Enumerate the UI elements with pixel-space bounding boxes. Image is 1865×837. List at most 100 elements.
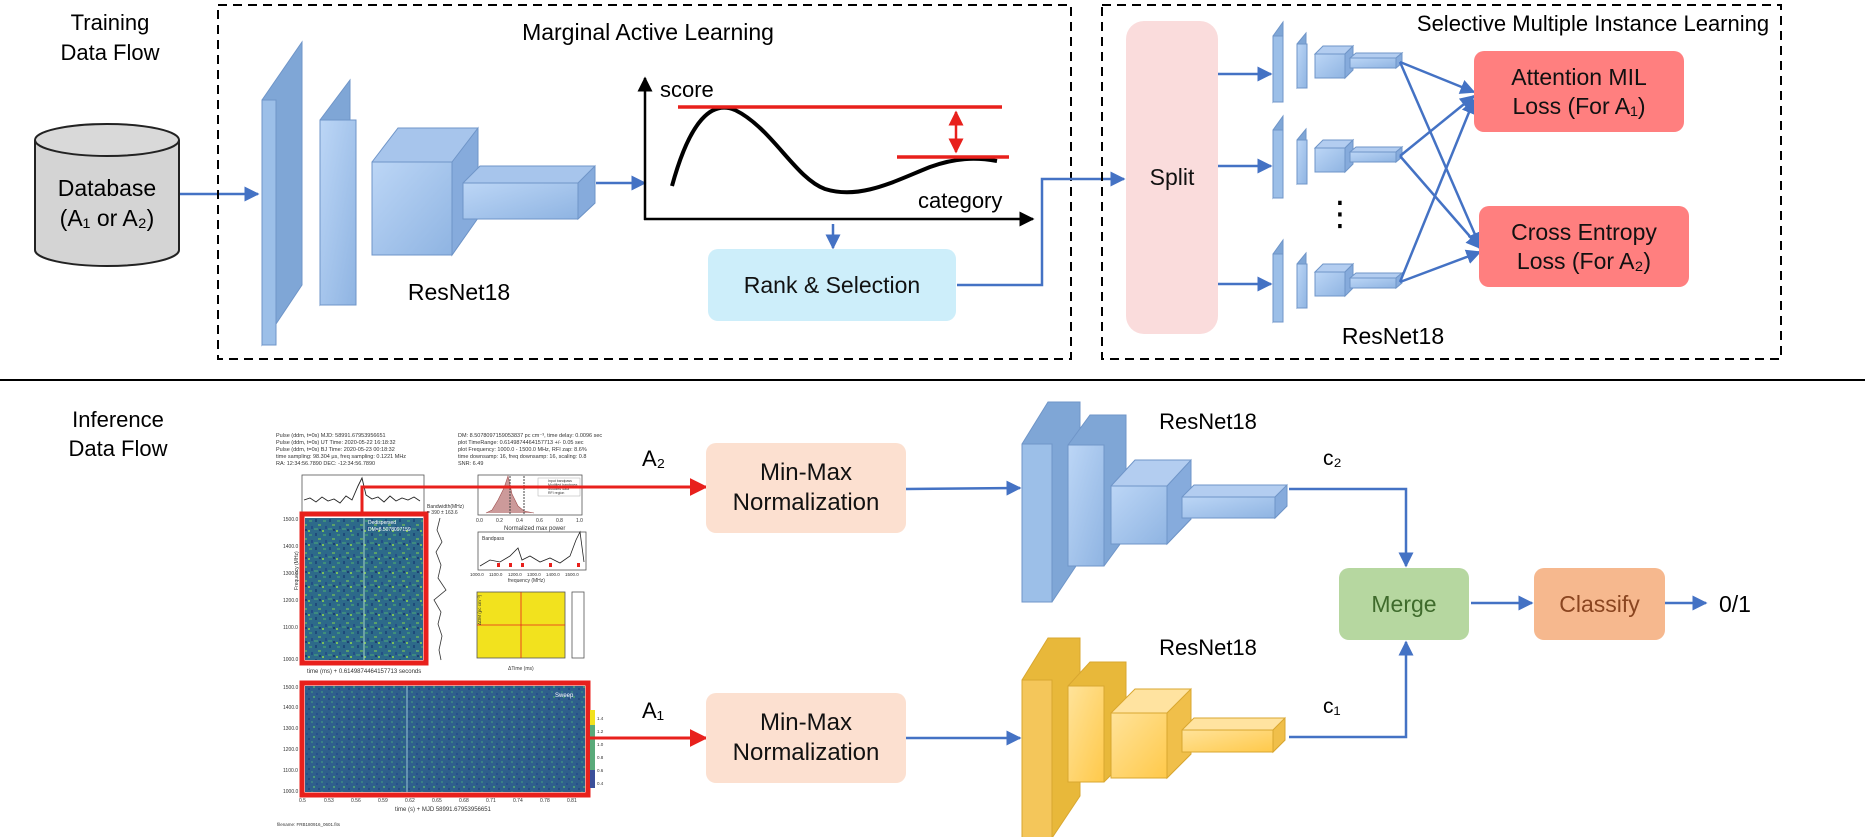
c1-label: c₁ bbox=[1323, 695, 1341, 718]
bandpass-xtick-1: 1100.0 bbox=[489, 572, 503, 577]
plot-header-3: time sampling: 98.304 μs, freq sampling:… bbox=[276, 454, 406, 460]
bottom-ytick-0: 1500.0 bbox=[283, 685, 299, 691]
inference-flow-label-line2: Data Flow bbox=[68, 436, 167, 461]
waterfall-bottom bbox=[305, 686, 585, 792]
rank-to-split-arrow bbox=[957, 171, 1126, 287]
bandpass-xtick-4: 1400.0 bbox=[546, 572, 560, 577]
norm-top-to-resnet-arrow bbox=[905, 480, 1022, 496]
pulse-timeseries bbox=[303, 476, 421, 504]
spectrum-profile bbox=[433, 517, 447, 661]
norm-bottom-line1: Min-Max bbox=[759, 709, 852, 736]
plot-filename: filename: FRB180916_0601.fits bbox=[277, 822, 341, 827]
norm-bottom-line2: Normalization bbox=[732, 739, 880, 766]
classify-box: Classify bbox=[1534, 568, 1665, 640]
bottom-xtick-1: 0.53 bbox=[324, 798, 334, 804]
norm-power-label: Normalized max power bbox=[504, 526, 565, 532]
frequency-axis-label: frequency (MHz) bbox=[508, 578, 545, 584]
top-ytick-4: 1100.0 bbox=[283, 625, 298, 631]
plot-header-2: Pulse (ddm, t=0s) BJ Time: 2020-05-23 00… bbox=[276, 447, 395, 453]
bottom-xtick-6: 0.68 bbox=[459, 798, 469, 804]
resnet-small-3 bbox=[1272, 238, 1404, 324]
split-box: Split bbox=[1126, 21, 1218, 334]
plot-header-right-1: plot TimeRange: 0.6149874464157713 +/- 0… bbox=[458, 440, 584, 446]
plot-header-right-3: time downsamp: 16, freq downsamp: 16, sc… bbox=[458, 454, 586, 460]
score-curve bbox=[670, 105, 998, 195]
rank-selection-box: Rank & Selection bbox=[708, 249, 956, 321]
bottom-xtick-7: 0.71 bbox=[486, 798, 496, 804]
resnet-to-loss-arrows bbox=[1398, 60, 1482, 284]
resnet-block-inference-blue bbox=[1021, 401, 1288, 603]
colorbar-tick-4: 0.6 bbox=[597, 768, 604, 773]
a2-highlight-box bbox=[299, 511, 429, 666]
attention-mil-loss-box: Attention MIL Loss (For A₁) bbox=[1474, 51, 1684, 132]
resnet-small-2 bbox=[1272, 114, 1404, 200]
a2-arrow bbox=[360, 478, 708, 514]
merge-box: Merge bbox=[1339, 568, 1469, 640]
top-ytick-0: 1500.0 bbox=[283, 517, 299, 523]
bandpass-curve bbox=[479, 530, 585, 567]
score-chart: score category bbox=[637, 76, 1035, 227]
bandpass-label: Bandpass bbox=[482, 536, 505, 542]
category-axis-label: category bbox=[918, 188, 1002, 213]
training-flow-label-line2: Data Flow bbox=[60, 40, 159, 65]
bandpass-xtick-5: 1500.0 bbox=[565, 572, 579, 577]
a1-label: A₁ bbox=[642, 698, 664, 723]
colorbar-tick-2: 1.0 bbox=[597, 742, 604, 747]
bandwidth-value: = 390 ± 163.6 bbox=[427, 510, 458, 516]
small-xtick-1: 0.2 bbox=[496, 518, 503, 524]
mal-dashed-box bbox=[217, 4, 1072, 360]
legend-line-2: Modified data bbox=[548, 487, 569, 491]
minmax-norm-top-box: Min-Max Normalization bbox=[706, 443, 906, 533]
database-label-line1: Database bbox=[58, 175, 156, 201]
resnet-block-inference-yellow bbox=[1021, 637, 1286, 837]
bottom-ytick-2: 1300.0 bbox=[283, 726, 299, 732]
attention-loss-line2: Loss (For A₁) bbox=[1512, 92, 1646, 119]
classify-label: Classify bbox=[1559, 590, 1640, 617]
resnet-ellipsis: ⋮ bbox=[1323, 195, 1357, 233]
dtime-label: ΔTime (ms) bbox=[508, 666, 534, 672]
colorbar-tick-5: 0.4 bbox=[597, 781, 604, 786]
legend-line-3: RFI region bbox=[548, 491, 564, 495]
mal-title: Marginal Active Learning bbox=[522, 19, 774, 45]
colorbar-tick-0: 1.4 bbox=[597, 716, 604, 721]
small-xtick-4: 0.8 bbox=[556, 518, 563, 524]
legend-line-0: Input bandpass bbox=[548, 479, 572, 483]
legend-line-1: Modified bandpass bbox=[548, 483, 578, 487]
smil-dashed-box bbox=[1101, 4, 1782, 360]
plot-header-1: Pulse (ddm, t=0s) UT Time: 2020-05-22 16… bbox=[276, 440, 396, 446]
frb-diagnostic-plot: Pulse (ddm, t=0s) MJD: 58991.67953956651… bbox=[276, 433, 604, 827]
plot-header-4: RA: 12:34:56.7890 DEC: -12:34:56.7890 bbox=[276, 461, 375, 467]
resnet-label-mal: ResNet18 bbox=[408, 279, 510, 305]
split-label: Split bbox=[1149, 164, 1195, 191]
top-ytick-3: 1200.0 bbox=[283, 598, 299, 604]
training-flow-label-line1: Training bbox=[71, 10, 150, 35]
top-ytick-5: 1000.0 bbox=[283, 657, 299, 663]
plot-header-right-0: DM: 8.5078097159053837 pc cm⁻³, time del… bbox=[458, 433, 602, 439]
output-label: 0/1 bbox=[1719, 591, 1751, 617]
bottom-ytick-1: 1400.0 bbox=[283, 705, 299, 711]
dedispersed-label: Dedispersed bbox=[368, 520, 396, 526]
bottom-ytick-3: 1200.0 bbox=[283, 747, 299, 753]
top-ytick-2: 1300.0 bbox=[283, 571, 299, 577]
inference-flow-label-line1: Inference bbox=[72, 407, 164, 432]
database-label-line2: (A₁ or A₂) bbox=[60, 205, 155, 231]
resnet-bottom-label: ResNet18 bbox=[1159, 635, 1257, 660]
database-cylinder: Database (A₁ or A₂) bbox=[34, 123, 180, 267]
sweep-label: Sweep bbox=[555, 693, 574, 699]
score-axis-label: score bbox=[660, 77, 714, 102]
bandpass-xtick-2: 1200.0 bbox=[508, 572, 522, 577]
a2-label: A₂ bbox=[642, 446, 665, 471]
bottom-xtick-10: 0.81 bbox=[567, 798, 577, 804]
merge-label: Merge bbox=[1371, 590, 1437, 617]
dm-label: DM=8.5078097159 bbox=[368, 527, 411, 533]
bottom-xtick-0: 0.5 bbox=[299, 798, 306, 804]
resnet-top-to-merge-arrow bbox=[1289, 487, 1414, 568]
training-section: Training Data Flow Database (A₁ or A₂) M… bbox=[34, 4, 1782, 360]
plot-header-right-4: SNR: 6.49 bbox=[458, 461, 483, 467]
attention-loss-line1: Attention MIL bbox=[1511, 63, 1647, 90]
resnet-small-1 bbox=[1272, 20, 1404, 104]
bottom-xtick-4: 0.62 bbox=[405, 798, 415, 804]
inference-section: Inference Data Flow Pulse (ddm, t=0s) MJ… bbox=[68, 401, 1751, 837]
top-yaxis-label: Frequency (MHz) bbox=[294, 551, 300, 590]
minmax-norm-bottom-box: Min-Max Normalization bbox=[706, 693, 906, 783]
